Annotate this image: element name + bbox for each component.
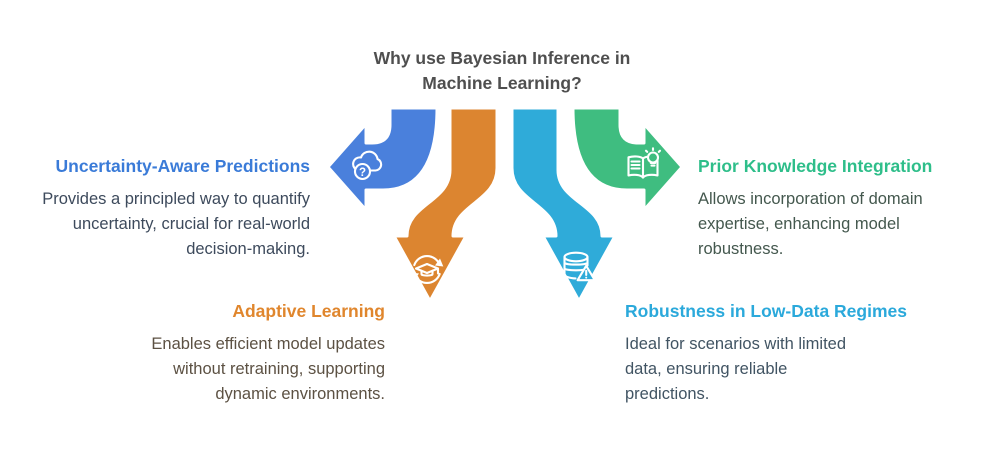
page-title: Why use Bayesian Inference in Machine Le… (373, 48, 631, 93)
robustness-arrow (510, 106, 617, 303)
section-body: Ideal for scenarios with limited data, e… (625, 335, 847, 403)
section-body: Allows incorporation of domain expertise… (698, 190, 923, 258)
cloud-question-icon: ? (352, 150, 383, 181)
svg-text:?: ? (359, 167, 366, 179)
section-title: Prior Knowledge Integration (698, 156, 933, 176)
database-warning-icon (563, 251, 596, 282)
section-body: Enables efficient model updates without … (151, 335, 385, 403)
graduation-refresh-icon (410, 255, 444, 284)
section-title: Robustness in Low-Data Regimes (625, 301, 907, 321)
adaptive-arrow (392, 106, 499, 303)
section-robustness-low-data: Robustness in Low-Data Regimes Ideal for… (625, 300, 907, 407)
book-bulb-icon (627, 147, 662, 179)
section-title: Adaptive Learning (232, 301, 385, 321)
section-title: Uncertainty-Aware Predictions (55, 156, 310, 176)
section-body: Provides a principled way to quantify un… (42, 190, 310, 258)
section-uncertainty-aware-predictions: Uncertainty-Aware Predictions Provides a… (18, 155, 310, 262)
uncertainty-arrow (326, 106, 439, 212)
section-adaptive-learning: Adaptive Learning Enables efficient mode… (125, 300, 385, 407)
section-prior-knowledge: Prior Knowledge Integration Allows incor… (698, 155, 963, 262)
